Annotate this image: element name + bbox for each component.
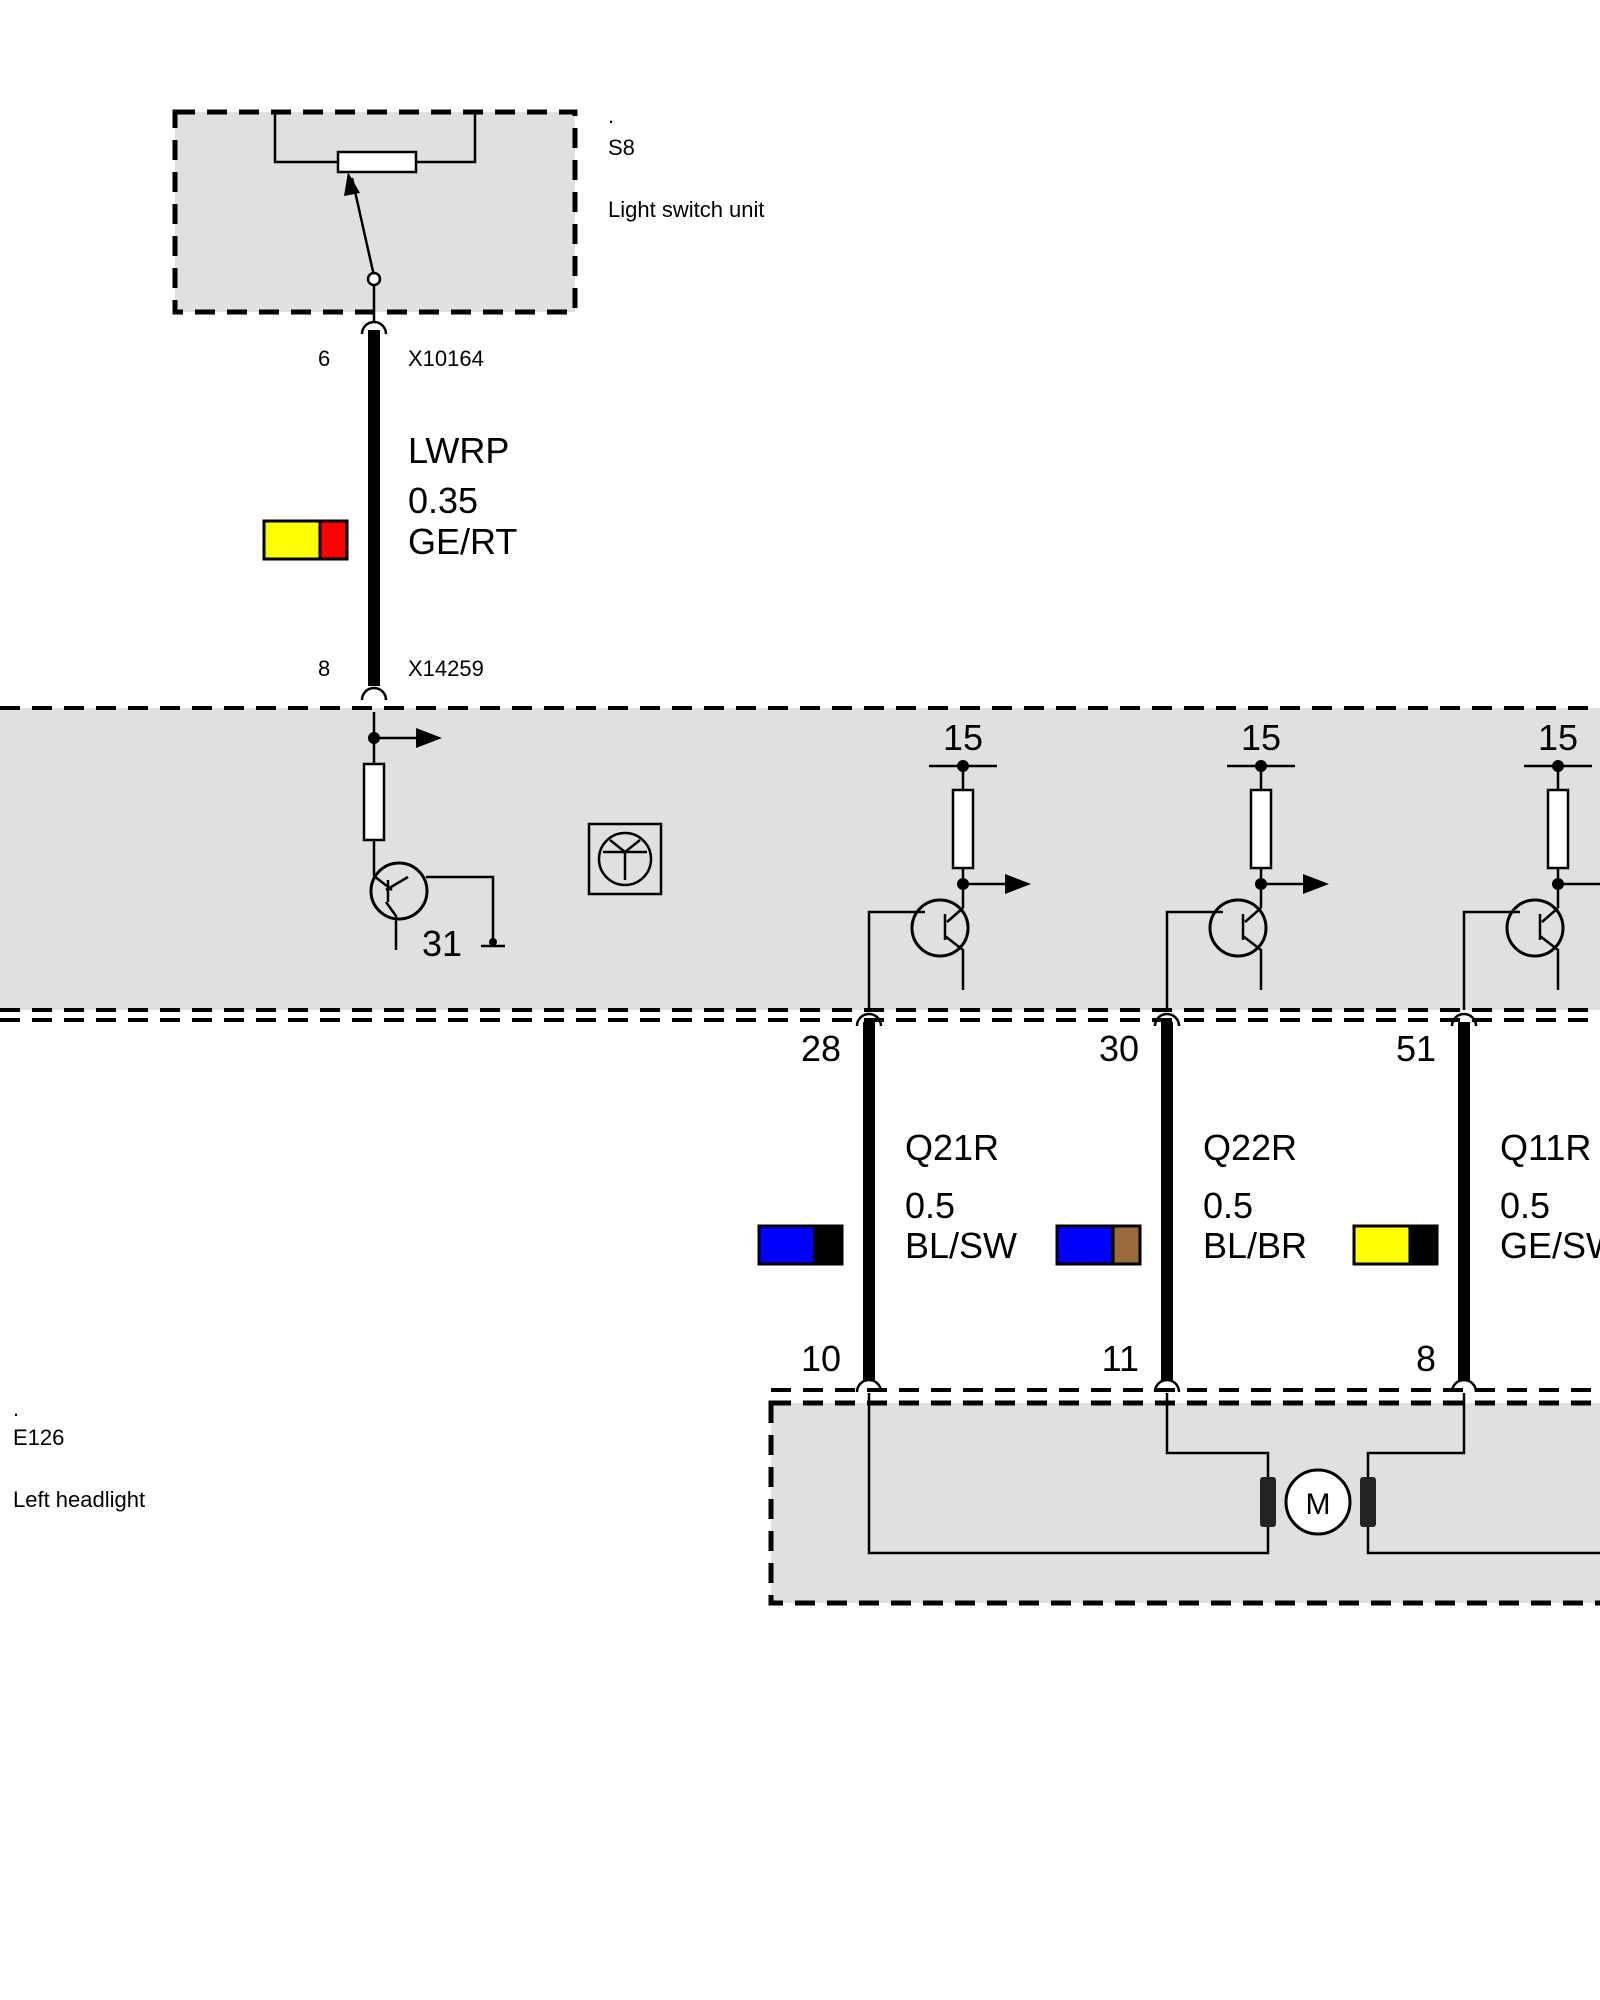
wire-pin-top: 51: [1396, 1028, 1436, 1069]
pot-wiper-arrow: [344, 172, 360, 196]
wire-color-primary: [1055, 1224, 1115, 1266]
control-module-fill: [0, 708, 1600, 1010]
module-symbol-lines: [603, 839, 647, 880]
input-transistor-legs: [373, 875, 409, 950]
connector-mid-pin: 8: [318, 656, 330, 681]
pullup-resistor: [951, 788, 975, 870]
control-module: 31 15 15 15: [0, 706, 1600, 1022]
wire-pin-top: 30: [1099, 1028, 1139, 1069]
supply-label: 15: [1538, 717, 1578, 758]
wire-color-code: GE/SW: [1500, 1225, 1600, 1266]
wire-color-code: BL/BR: [1203, 1225, 1307, 1266]
wire-top-hook: [1450, 1012, 1478, 1027]
ground-label: 31: [422, 923, 462, 964]
wire-color-primary: [757, 1224, 817, 1266]
output-transistor-legs: [867, 907, 965, 1010]
motor-coil-right: [1360, 1477, 1376, 1527]
light-switch-dot: .: [608, 103, 614, 128]
output-stage-2: 15: [1165, 717, 1329, 1010]
wire-pin-top: 28: [801, 1028, 841, 1069]
wire-lwrp-gauge: 0.35: [408, 480, 478, 521]
connector-top-hook: [360, 320, 388, 335]
wire-bottom-hook: [1153, 1378, 1181, 1393]
output-transistor-legs: [1462, 907, 1560, 1010]
output-arrow: [1005, 874, 1031, 894]
wire-signal: Q11R: [1500, 1127, 1591, 1168]
output-transistor-legs: [1165, 907, 1263, 1010]
wire-pin-bottom: 8: [1416, 1338, 1436, 1379]
left-headlight-name: Left headlight: [13, 1487, 145, 1512]
input-output-arrow: [416, 728, 442, 748]
wire-top-hook: [855, 1012, 883, 1027]
output-stage-1: 15: [867, 717, 1031, 1010]
output-arrow: [1303, 874, 1329, 894]
headlight-wires: 2810Q21R0.5BL/SW3011Q22R0.5BL/BR518Q11R0…: [757, 1012, 1600, 1393]
output-stages: 15 15 15: [867, 717, 1600, 1010]
ground-dot: [489, 938, 497, 946]
pot-resistor: [336, 150, 418, 174]
motor-coil-left: [1260, 1477, 1276, 1527]
motor-lead-middle: [1165, 1393, 1270, 1477]
connector-top-pin: 6: [318, 346, 330, 371]
wire-gauge: 0.5: [905, 1185, 955, 1226]
wire-signal: Q21R: [905, 1127, 999, 1168]
wire-pin-bottom: 10: [801, 1338, 841, 1379]
light-switch-name: Light switch unit: [608, 197, 765, 222]
wire-lwrp-color-primary: [262, 519, 322, 561]
wire-q11r: 51 8 Q11R 0.5GE/SW: [1352, 1012, 1600, 1393]
left-headlight-id: E126: [13, 1425, 64, 1450]
wire-pin-bottom: 11: [1102, 1338, 1139, 1379]
light-switch-unit: . S8 Light switch unit: [172, 103, 765, 322]
wire-color-stripe: [1111, 1224, 1142, 1266]
switch-contact: [366, 271, 382, 287]
connector-mid-id: X14259: [408, 656, 484, 681]
light-switch-id: S8: [608, 135, 635, 160]
motor-lead-left: [867, 1393, 1270, 1555]
wire-color-stripe: [813, 1224, 844, 1266]
wire-color-stripe: [1408, 1224, 1439, 1266]
connector-mid-hook: [360, 686, 388, 701]
wire-gauge: 0.5: [1500, 1185, 1550, 1226]
wire-q21r: 28 10 Q21R 0.5BL/SW: [757, 1012, 1017, 1393]
input-resistor: [362, 762, 386, 842]
wire-lwrp: 6 X10164 LWRP 0.35 GE/RT 8 X14259: [262, 320, 517, 701]
wire-lwrp-color-stripe: [318, 519, 349, 561]
connector-top-id: X10164: [408, 346, 484, 371]
module-symbol-circle: [597, 831, 653, 887]
wire-q22r: 30 11 Q22R 0.5BL/BR: [1055, 1012, 1307, 1393]
motor-icon: [1284, 1468, 1352, 1536]
pot-wiper: [350, 177, 376, 277]
left-headlight: . E126 Left headlight M: [13, 1388, 1600, 1606]
input-ground-lead: [426, 875, 495, 942]
wire-bottom-hook: [855, 1378, 883, 1393]
output-transistor: [1208, 898, 1268, 958]
supply-label: 15: [943, 717, 983, 758]
output-transistor: [910, 898, 970, 958]
wire-signal: Q22R: [1203, 1127, 1297, 1168]
left-headlight-dot: .: [13, 1396, 19, 1421]
wire-color-code: BL/SW: [905, 1225, 1017, 1266]
wire-top-hook: [1153, 1012, 1181, 1027]
wire-bottom-hook: [1450, 1378, 1478, 1393]
wire-lwrp-color-code: GE/RT: [408, 521, 517, 562]
output-transistor: [1505, 898, 1565, 958]
pullup-resistor: [1249, 788, 1273, 870]
motor-label: M: [1306, 1488, 1331, 1521]
wire-gauge: 0.5: [1203, 1185, 1253, 1226]
left-headlight-frame: [768, 1400, 1600, 1606]
wire-lwrp-signal: LWRP: [408, 430, 509, 471]
pullup-resistor: [1546, 788, 1570, 870]
supply-label: 15: [1241, 717, 1281, 758]
output-stage-3: 15: [1462, 717, 1600, 1010]
wire-color-primary: [1352, 1224, 1412, 1266]
input-transistor: [369, 861, 429, 921]
